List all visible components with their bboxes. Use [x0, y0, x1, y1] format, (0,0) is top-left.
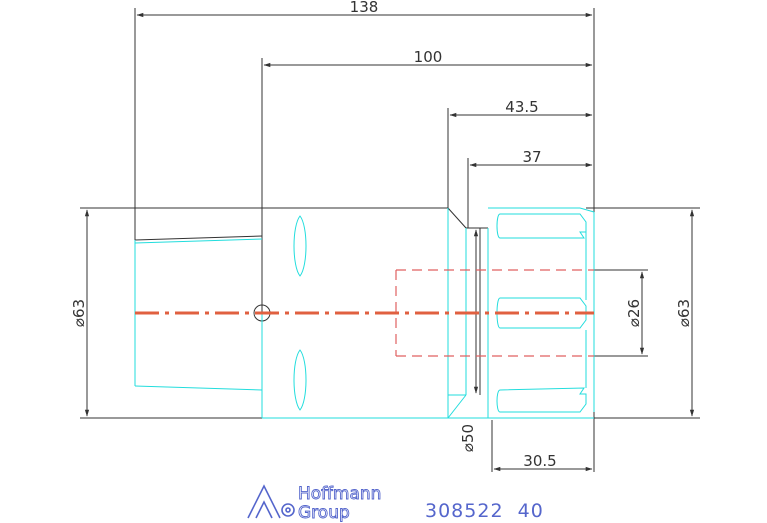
hoffmann-logo: Hoffmann Group: [247, 484, 382, 523]
dim-thread-length: 37: [522, 148, 541, 166]
dim-front-length: 30.5: [523, 452, 556, 470]
bore-hidden-lines: [395, 269, 594, 357]
logo-line1: Hoffmann: [298, 484, 381, 504]
dim-left-diameter: ⌀63: [70, 299, 88, 327]
hoffmann-logo-mark: [247, 484, 295, 519]
shank-outline-dark: [134, 207, 488, 322]
dim-groove-diameter: ⌀50: [459, 424, 477, 452]
dim-nut-length: 43.5: [505, 98, 538, 116]
dim-bore-diameter: ⌀26: [625, 299, 643, 327]
dim-body-length: 100: [414, 48, 443, 66]
part-number: 308522 40: [425, 500, 544, 522]
logo-line2: Group: [298, 503, 350, 523]
extension-lines: [80, 8, 700, 472]
dim-overall-length: 138: [350, 0, 379, 16]
dim-right-diameter: ⌀63: [675, 299, 693, 327]
